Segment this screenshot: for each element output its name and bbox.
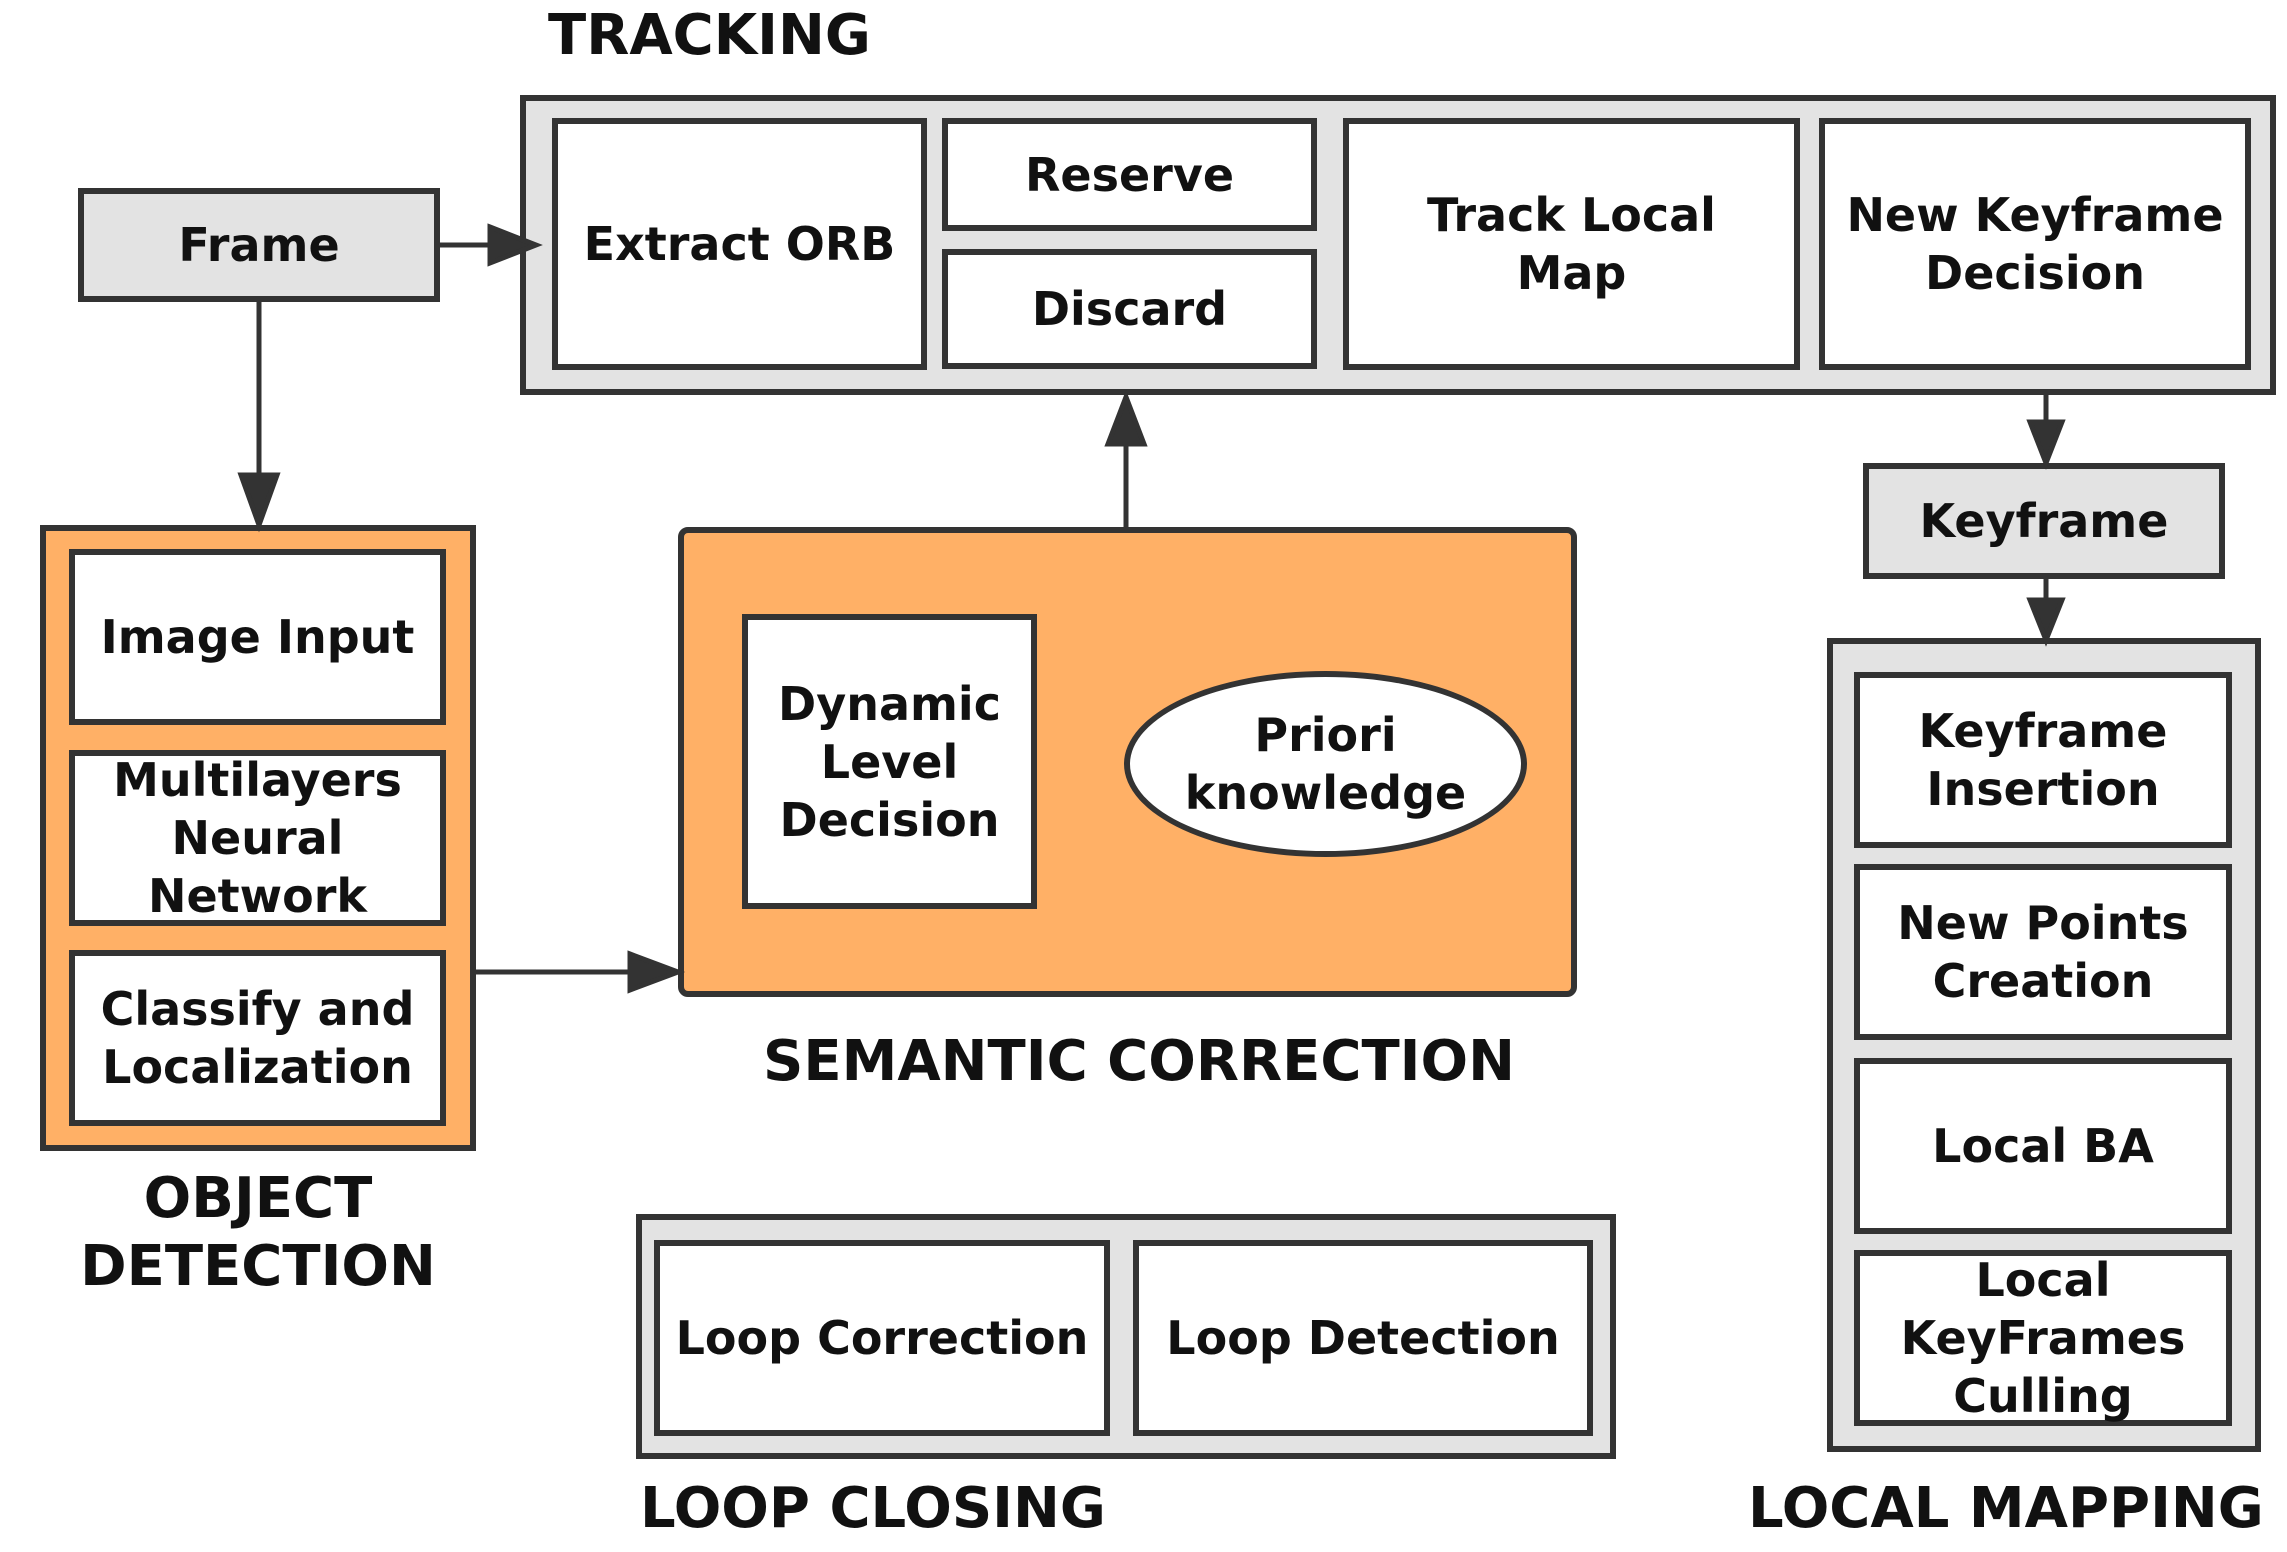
discard-box: Discard bbox=[942, 249, 1317, 369]
loop-detection-box: Loop Detection bbox=[1133, 1240, 1593, 1436]
priori-ellipse: Priori knowledge bbox=[1124, 671, 1527, 857]
extract-orb-box: Extract ORB bbox=[552, 118, 927, 370]
culling-box: Local KeyFrames Culling bbox=[1854, 1250, 2232, 1426]
object-detection-title: OBJECT DETECTION bbox=[80, 1166, 436, 1299]
local-ba-box: Local BA bbox=[1854, 1058, 2232, 1234]
loop-correction-box: Loop Correction bbox=[654, 1240, 1110, 1436]
new-keyframe-decision-box: New Keyframe Decision bbox=[1819, 118, 2251, 370]
semantic-correction-title: SEMANTIC CORRECTION bbox=[763, 1029, 1515, 1094]
dynamic-level-box: Dynamic Level Decision bbox=[742, 614, 1037, 909]
loop-closing-title: LOOP CLOSING bbox=[640, 1476, 1106, 1541]
new-points-box: New Points Creation bbox=[1854, 864, 2232, 1040]
keyframe-box: Keyframe bbox=[1863, 463, 2225, 579]
local-mapping-title: LOCAL MAPPING bbox=[1748, 1476, 2264, 1541]
reserve-box: Reserve bbox=[942, 118, 1317, 231]
tracking-title: TRACKING bbox=[548, 3, 871, 68]
keyframe-insertion-box: Keyframe Insertion bbox=[1854, 672, 2232, 848]
classify-box: Classify and Localization bbox=[69, 950, 446, 1126]
frame-box: Frame bbox=[78, 188, 440, 302]
multilayers-box: Multilayers Neural Network bbox=[69, 750, 446, 926]
track-local-map-box: Track Local Map bbox=[1343, 118, 1800, 370]
image-input-box: Image Input bbox=[69, 549, 446, 725]
